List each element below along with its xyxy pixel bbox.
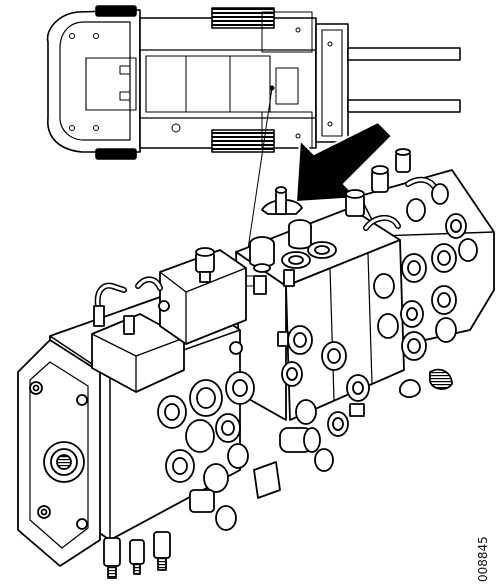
truck-top-view [46,5,461,160]
reference-code: 008845 [476,536,490,582]
control-valve-block [17,148,495,579]
indicator-arrow [295,121,393,203]
